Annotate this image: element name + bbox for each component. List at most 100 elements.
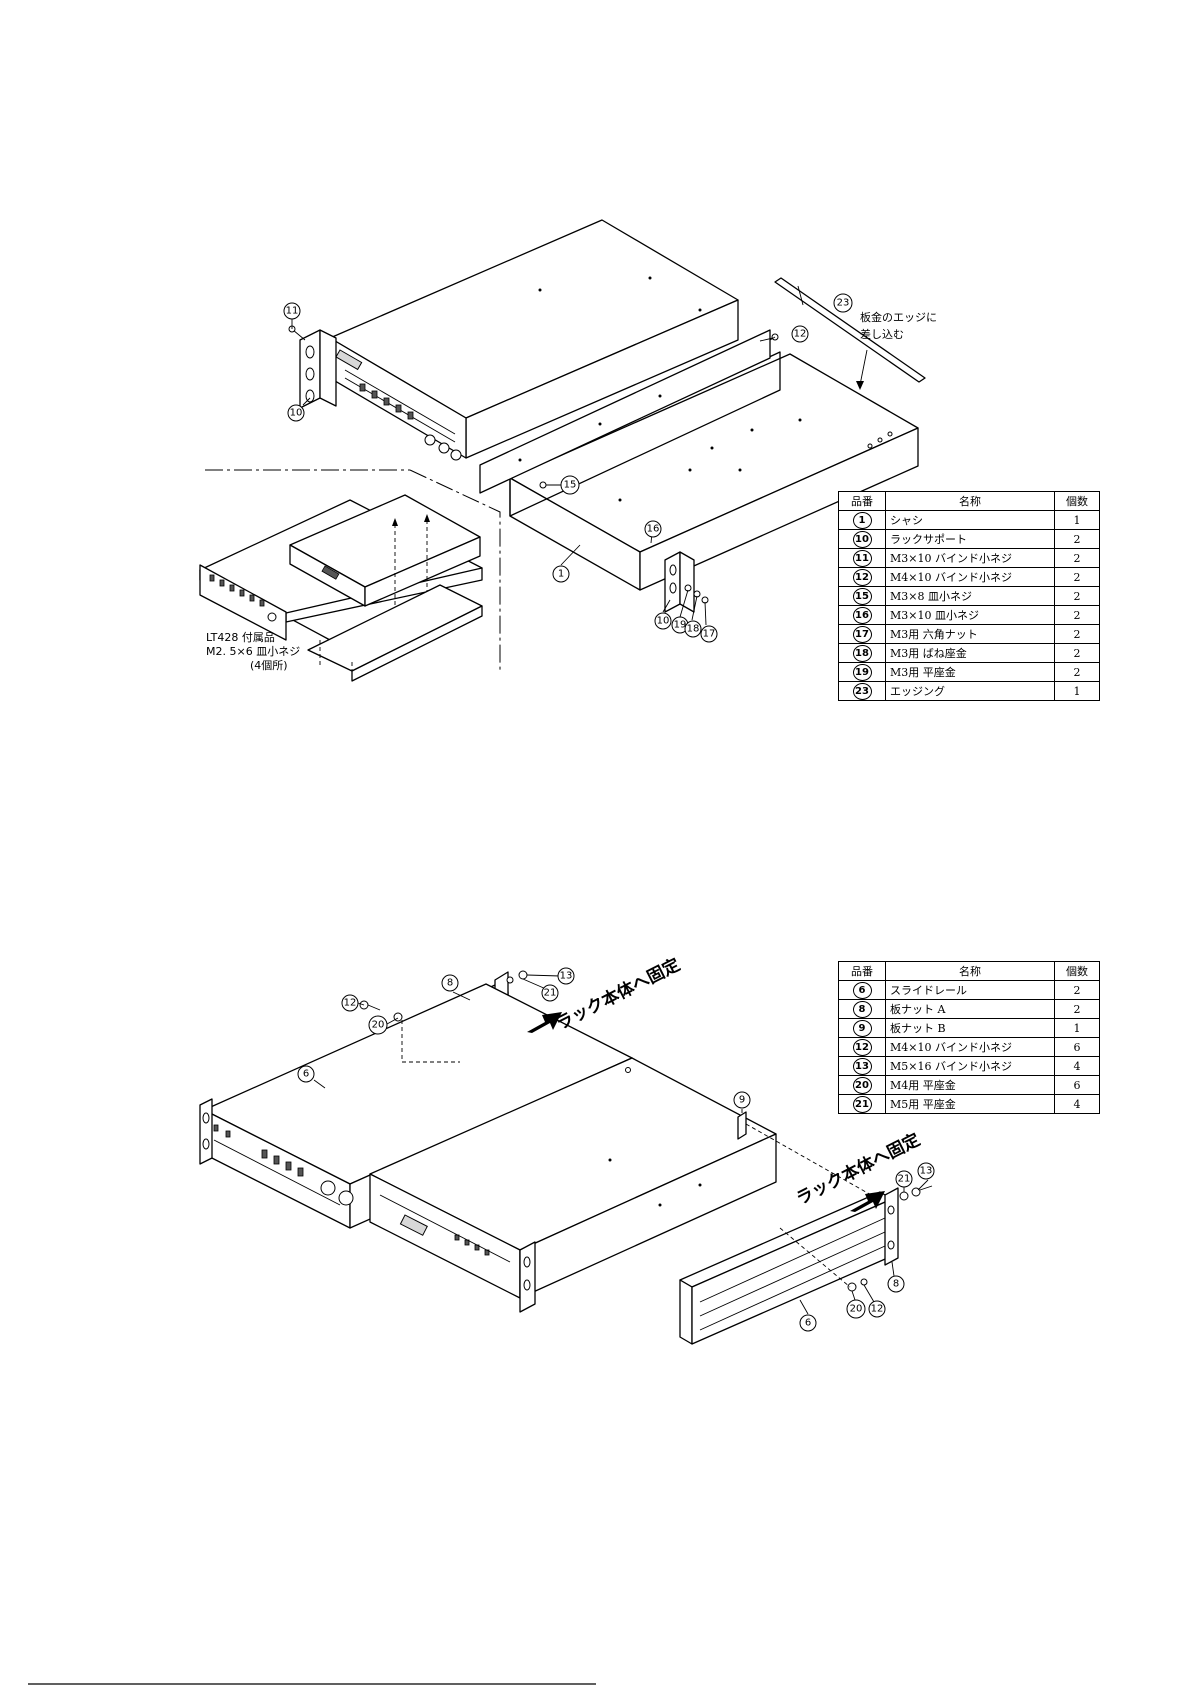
- part-number: 10: [852, 530, 872, 548]
- rack-chassis-tray: [509, 351, 919, 591]
- callout-23: 23: [833, 293, 853, 313]
- part-name: M3用 六角ナット: [885, 624, 1055, 644]
- part-count: 6: [1054, 1037, 1100, 1057]
- part-number: 18: [852, 644, 872, 662]
- svg-text:10: 10: [657, 616, 670, 627]
- accessory-note-line2: M2. 5×6 皿小ネジ: [206, 645, 300, 658]
- svg-text:12: 12: [794, 329, 807, 340]
- header-name: 名称: [885, 961, 1055, 981]
- svg-text:6: 6: [303, 1069, 309, 1080]
- callout-12-bottom-left: 12: [341, 994, 359, 1012]
- part-count: 1: [1054, 681, 1100, 701]
- fix-arrow-right: [850, 1191, 885, 1212]
- side-bracket: [479, 329, 771, 494]
- callout-16: 16: [644, 520, 662, 538]
- edge-note-line1: 板金のエッジに: [860, 310, 937, 324]
- rack-support-left: [288, 325, 337, 409]
- part-name: M3用 平座金: [885, 662, 1055, 682]
- bottom-assembly: ラック本体へ固定 ラック本体へ固定 12 20 8 21 13 6 9 21 1…: [199, 954, 935, 1345]
- lt428-subassembly: [199, 469, 501, 682]
- callout-8-bottom-left: 8: [441, 974, 459, 992]
- accessory-note-line3: (4個所): [250, 659, 288, 672]
- part-number: 12: [852, 1038, 872, 1056]
- top-assembly: 11 10 23 12 15 1 16 10 19 18 17 板金のエッジに …: [199, 219, 937, 682]
- header-count: 個数: [1054, 491, 1100, 511]
- callout-10-top-left: 10: [287, 404, 305, 422]
- part-number: 17: [852, 625, 872, 643]
- part-count: 6: [1054, 1075, 1100, 1095]
- part-number: 20: [852, 1076, 872, 1094]
- part-count: 2: [1054, 529, 1100, 549]
- callout-9: 9: [733, 1091, 751, 1109]
- svg-text:21: 21: [898, 1174, 911, 1185]
- part-name: 板ナット A: [885, 999, 1055, 1019]
- part-number: 16: [852, 606, 872, 624]
- table-header-row: 品番 名称 個数: [838, 961, 1100, 981]
- part-name: M3用 ばね座金: [885, 643, 1055, 663]
- top-leader-lines: [291, 285, 804, 626]
- instrument-unit-bottom-right: [199, 1057, 777, 1313]
- part-count: 4: [1054, 1094, 1100, 1114]
- part-count: 2: [1054, 624, 1100, 644]
- part-number: 11: [852, 549, 872, 567]
- svg-text:16: 16: [647, 524, 660, 535]
- svg-text:13: 13: [920, 1166, 933, 1177]
- part-number: 13: [852, 1057, 872, 1075]
- svg-text:6: 6: [805, 1318, 811, 1329]
- callout-15: 15: [560, 475, 580, 495]
- svg-text:11: 11: [286, 306, 299, 317]
- part-count: 2: [1054, 980, 1100, 1000]
- part-number: 23: [852, 682, 872, 700]
- callout-21-bottom-right: 21: [895, 1170, 913, 1188]
- header-name: 名称: [885, 491, 1055, 511]
- part-count: 2: [1054, 999, 1100, 1019]
- callout-20-bottom-right: 20: [846, 1299, 866, 1319]
- header-number: 品番: [838, 961, 886, 981]
- plate-nut-b: [737, 1111, 747, 1140]
- callout-8-bottom-right: 8: [887, 1275, 905, 1293]
- part-number: 1: [852, 511, 872, 529]
- svg-text:20: 20: [372, 1020, 385, 1031]
- svg-text:20: 20: [850, 1304, 863, 1315]
- instrument-unit-top: [329, 219, 739, 461]
- part-number: 12: [852, 568, 872, 586]
- svg-text:10: 10: [290, 408, 303, 419]
- callout-1: 1: [552, 565, 570, 583]
- part-count: 1: [1054, 510, 1100, 530]
- part-name: ラックサポート: [885, 529, 1055, 549]
- callout-21-bottom-left: 21: [541, 984, 559, 1002]
- svg-text:21: 21: [544, 988, 557, 999]
- part-number: 9: [852, 1019, 872, 1037]
- part-count: 2: [1054, 567, 1100, 587]
- svg-text:12: 12: [871, 1304, 884, 1315]
- header-count: 個数: [1054, 961, 1100, 981]
- part-count: 4: [1054, 1056, 1100, 1076]
- svg-text:13: 13: [560, 971, 573, 982]
- table-header-row: 品番 名称 個数: [838, 491, 1100, 511]
- part-name: エッジング: [885, 681, 1055, 701]
- part-name: M3×10 皿小ネジ: [885, 605, 1055, 625]
- part-count: 2: [1054, 586, 1100, 606]
- rack-support-right: [664, 551, 695, 613]
- part-number: 21: [852, 1095, 872, 1113]
- part-name: M4×10 バインド小ネジ: [885, 567, 1055, 587]
- svg-text:9: 9: [739, 1095, 745, 1106]
- callout-12-bottom-right: 12: [868, 1300, 886, 1318]
- bottom-leader-lines: [313, 974, 929, 1315]
- callout-11-top: 11: [283, 302, 301, 320]
